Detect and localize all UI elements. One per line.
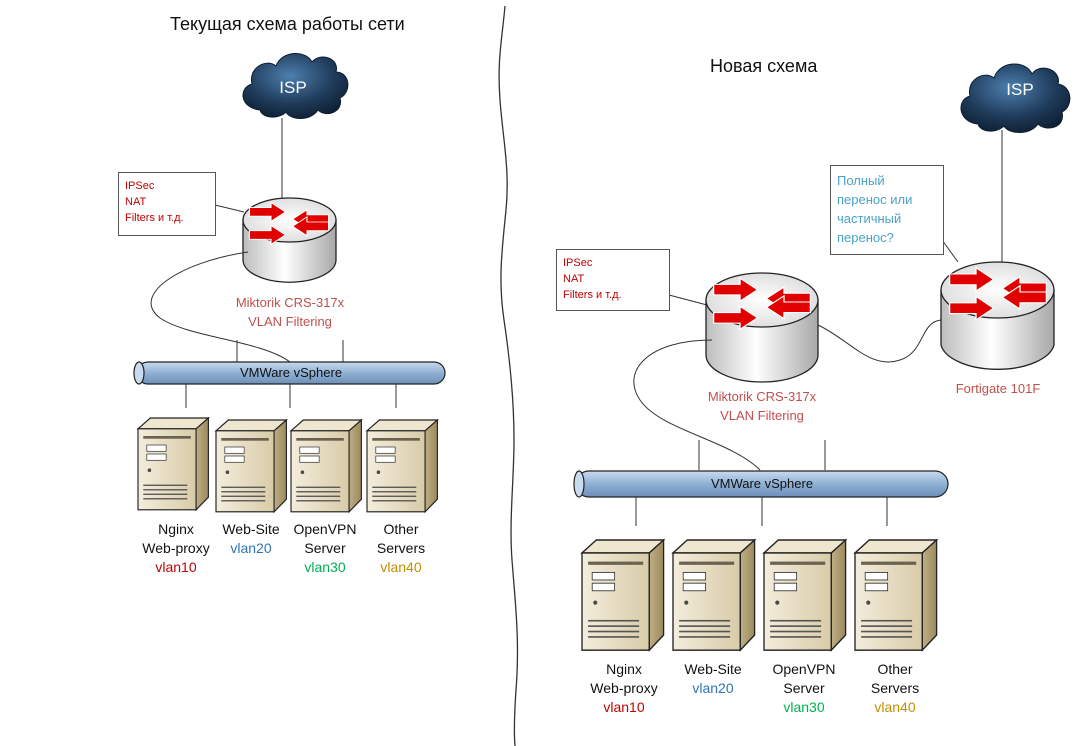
note-line: перенос? — [837, 230, 894, 245]
vlan-label: vlan10 — [603, 699, 645, 715]
server-name: Web-Site — [684, 661, 742, 677]
note-line: IPSec — [125, 180, 155, 192]
bus-label-left: VMWare vSphere — [239, 365, 343, 380]
server-name: Servers — [870, 680, 920, 696]
router-right — [705, 272, 819, 383]
vlan-label: vlan10 — [155, 559, 197, 575]
server-label-nginx-right: Nginx Web-proxy vlan10 — [574, 660, 674, 717]
server-name: Server — [304, 540, 346, 556]
note-ipsec-left: IPSec NAT Filters и т.д. — [118, 172, 216, 236]
title-current: Текущая схема работы сети — [170, 14, 405, 34]
router-label-line: Miktorik CRS-317x — [235, 295, 345, 310]
isp-cloud — [242, 53, 349, 119]
server-name: Web-proxy — [142, 540, 210, 556]
server-label-website-left: Web-Site vlan20 — [206, 520, 296, 558]
server-name: Nginx — [606, 661, 642, 677]
note-line: Filters и т.д. — [563, 289, 622, 301]
note-line: частичный — [837, 211, 902, 226]
router-label-line: VLAN Filtering — [720, 408, 804, 423]
router-left — [242, 197, 337, 283]
server-name: Web-Site — [222, 521, 280, 537]
server-label-other-right: Other Servers vlan40 — [847, 660, 943, 717]
isp-cloud-right — [960, 63, 1071, 133]
server-name: OpenVPN — [772, 661, 836, 677]
server-name: Web-proxy — [590, 680, 658, 696]
server-openvpn-left — [290, 419, 362, 513]
server-label-openvpn-left: OpenVPN Server vlan30 — [280, 520, 370, 577]
vsphere-bus-left — [133, 361, 446, 385]
vlan-label: vlan40 — [380, 559, 422, 575]
server-label-nginx-left: Nginx Web-proxy vlan10 — [128, 520, 224, 577]
note-question: Полный перенос или частичный перенос? — [830, 165, 944, 255]
server-label-other-left: Other Servers vlan40 — [356, 520, 446, 577]
server-name: Server — [783, 680, 825, 696]
server-website-right — [672, 539, 756, 651]
vlan-label: vlan40 — [874, 699, 916, 715]
isp-label-right: ISP — [1006, 80, 1034, 99]
server-name: Servers — [376, 540, 426, 556]
title-new: Новая схема — [710, 56, 818, 76]
server-label-openvpn-right: OpenVPN Server vlan30 — [756, 660, 852, 717]
server-nginx-right — [581, 539, 665, 651]
router-label-right: Miktorik CRS-317x VLAN Filtering — [682, 387, 842, 425]
server-openvpn-right — [763, 539, 847, 651]
note-ipsec-right: IPSec NAT Filters и т.д. — [556, 249, 670, 311]
vlan-label: vlan30 — [783, 699, 825, 715]
router-label-line: Miktorik CRS-317x — [707, 389, 817, 404]
isp-label-left: ISP — [279, 78, 307, 97]
vlan-label: vlan20 — [230, 540, 272, 556]
server-name: Other — [383, 521, 419, 537]
vlan-label: vlan30 — [304, 559, 346, 575]
note-line: перенос или — [837, 192, 913, 207]
note-line: NAT — [125, 196, 147, 208]
divider-line — [498, 5, 519, 746]
note-line: NAT — [563, 273, 585, 285]
server-name: Other — [877, 661, 913, 677]
server-label-website-right: Web-Site vlan20 — [665, 660, 761, 698]
server-other-right — [854, 539, 938, 651]
server-name: Nginx — [158, 521, 194, 537]
router-label-line: VLAN Filtering — [248, 314, 332, 329]
note-line: IPSec — [563, 257, 593, 269]
fortigate-label: Fortigate 101F — [955, 381, 1041, 396]
vsphere-bus-right — [573, 470, 949, 498]
note-line: Filters и т.д. — [125, 212, 184, 224]
note-line: Полный — [837, 173, 885, 188]
fortigate-router — [940, 261, 1055, 370]
server-website-left — [215, 419, 287, 513]
server-nginx-left — [137, 417, 209, 511]
server-other-left — [366, 419, 438, 513]
vlan-label: vlan20 — [692, 680, 734, 696]
router-label-left: Miktorik CRS-317x VLAN Filtering — [210, 293, 370, 331]
bus-label-right: VMWare vSphere — [710, 476, 814, 491]
server-name: OpenVPN — [293, 521, 357, 537]
